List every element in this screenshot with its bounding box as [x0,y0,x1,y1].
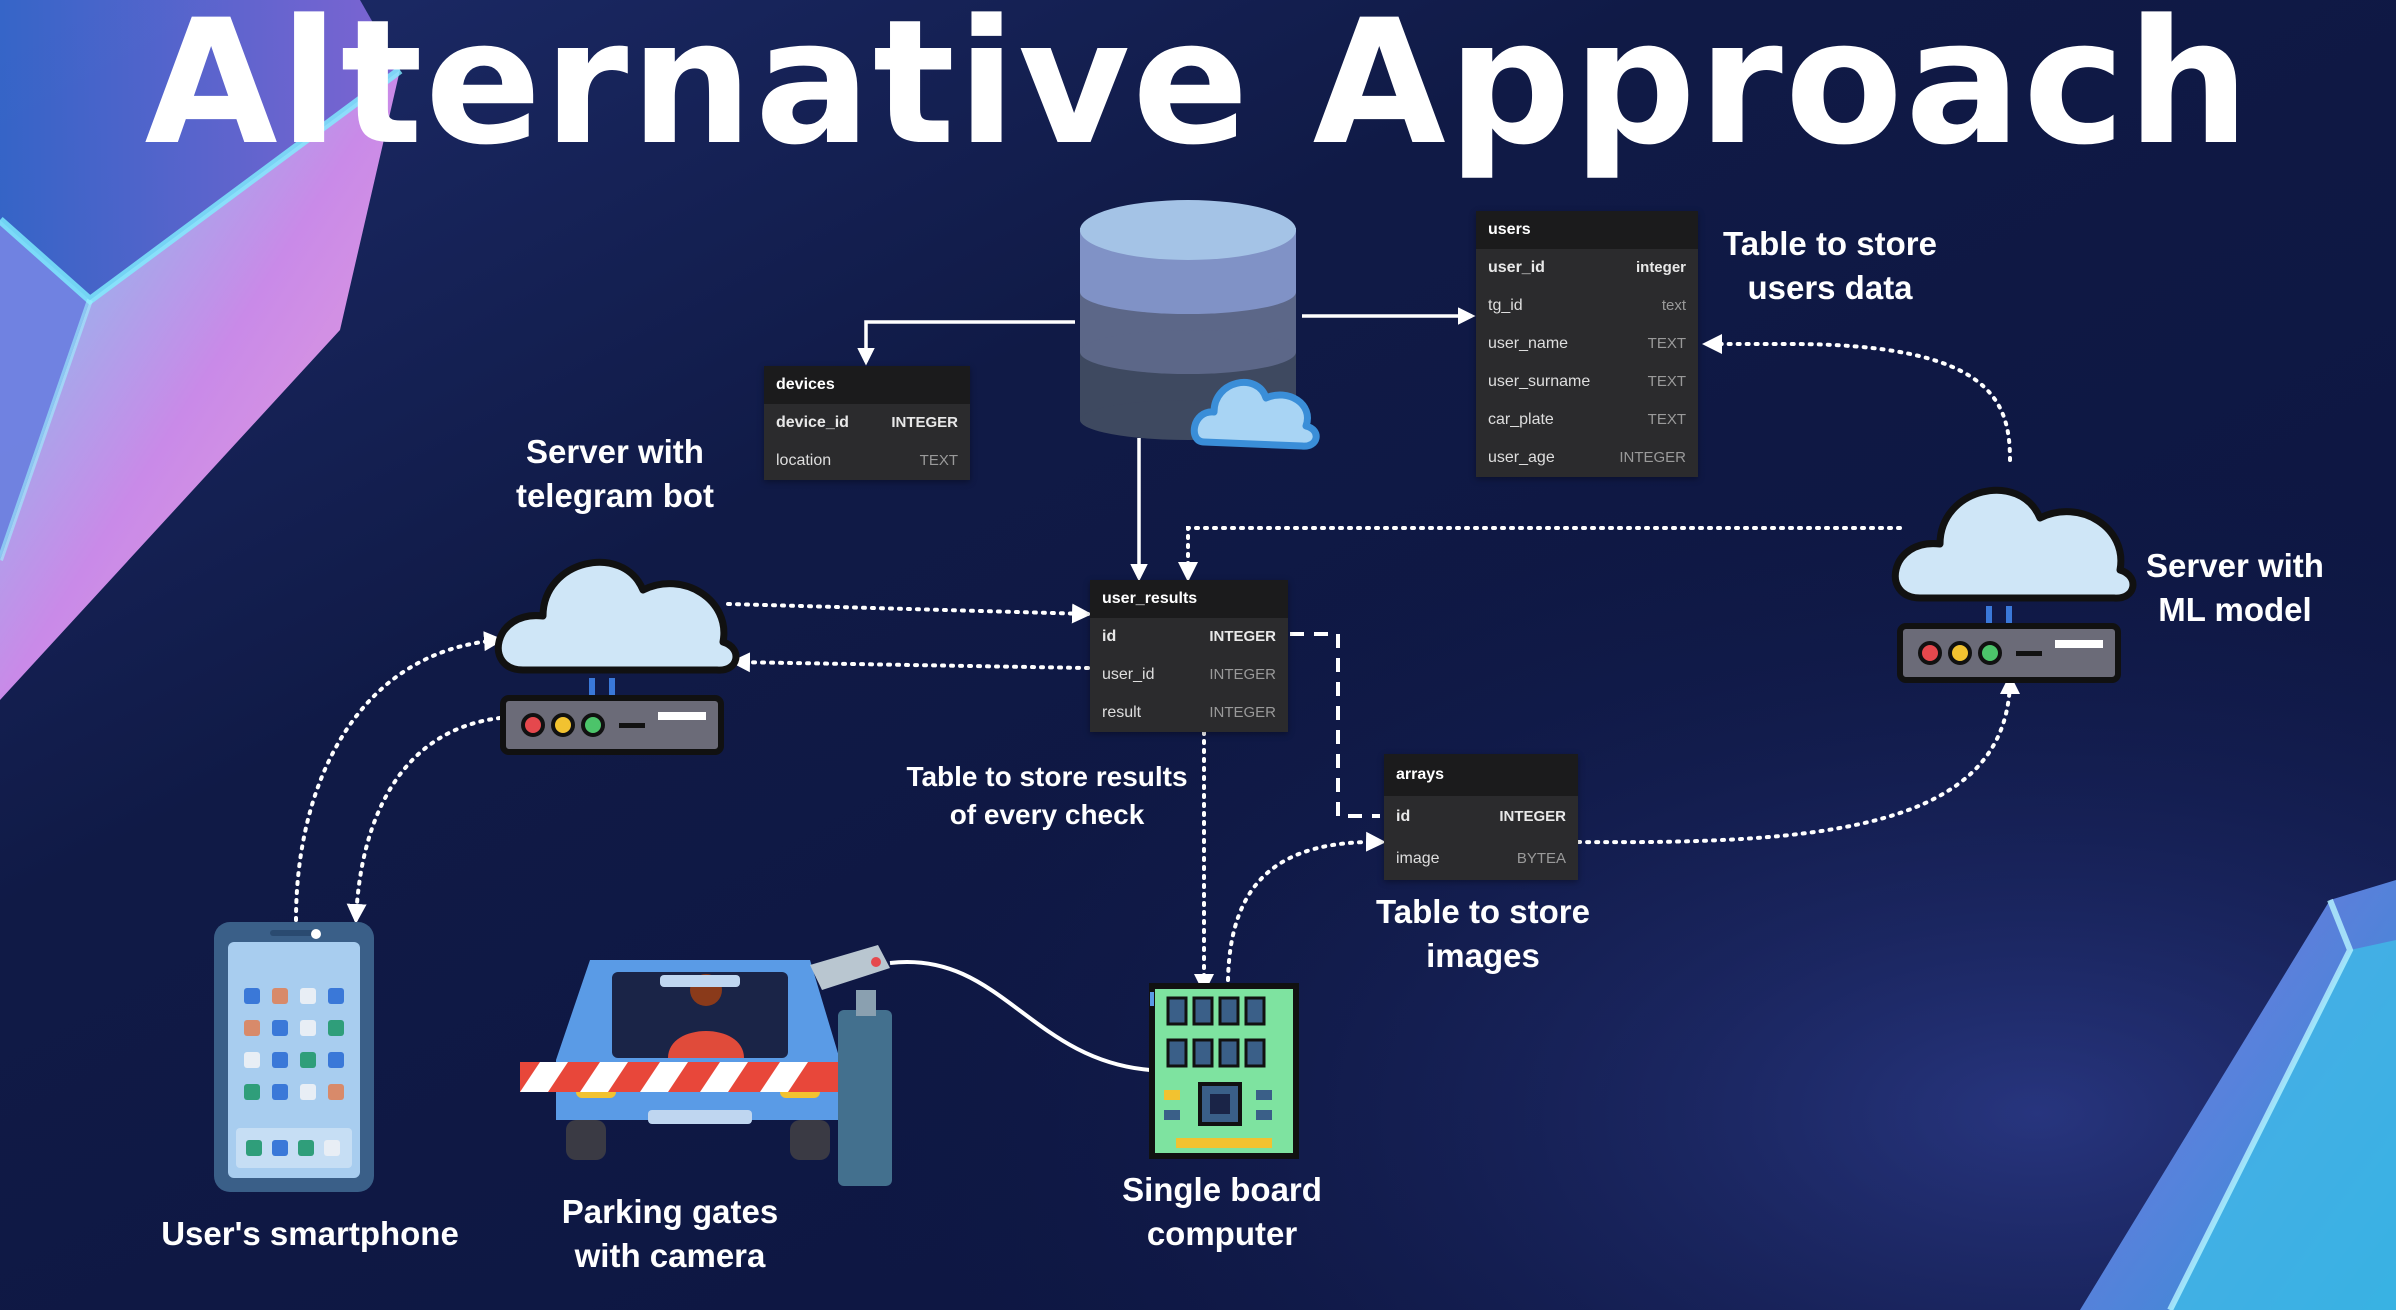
security-camera-icon [810,945,890,1016]
smartphone-icon [214,922,374,1192]
cloud-icon [1190,379,1320,450]
title-container: Alternative Approach [0,0,2396,190]
car-icon [556,960,840,1160]
user-results-table-name: user_results [1090,580,1288,618]
database-icon [1080,200,1296,440]
ml-server-label: Server with ML model [2146,547,2324,628]
ml-to-users-link [1702,334,2012,462]
phone-to-telegram-link [294,631,504,922]
telegram-to-phone-link [346,716,502,924]
arrays-to-ml-link [1576,674,2020,845]
results-to-arrays-fk [1290,632,1380,818]
camera-cable [889,959,1151,1072]
sbc-label: Single board computer [1122,1171,1322,1252]
db-to-devices-arrow [857,320,1075,366]
telegram-cloud-server-icon [494,558,740,755]
telegram-to-results-link [726,602,1092,624]
telegram-server-label: Server with telegram bot [515,433,715,514]
page-title: Alternative Approach [144,0,2252,183]
devices-table-name: devices [764,366,970,404]
images-table-caption: Table to store images [1376,893,1590,974]
users-table-name: users [1476,211,1698,249]
results-to-telegram-link [730,652,1090,673]
barrier-gate-icon [520,1010,892,1186]
parking-gates-label: Parking gates with camera [561,1193,779,1274]
sbc-to-arrays-link [1226,831,1386,982]
ml-to-results-link [1178,526,1902,582]
results-table-caption: Table to store results of every check [906,761,1188,830]
arrays-table-name: arrays [1384,754,1578,796]
ml-cloud-server-icon [1891,486,2137,683]
users-table-caption: Table to store users data [1723,225,1937,306]
smartphone-label: User's smartphone [161,1215,459,1252]
circuit-board-icon [1149,983,1299,1159]
